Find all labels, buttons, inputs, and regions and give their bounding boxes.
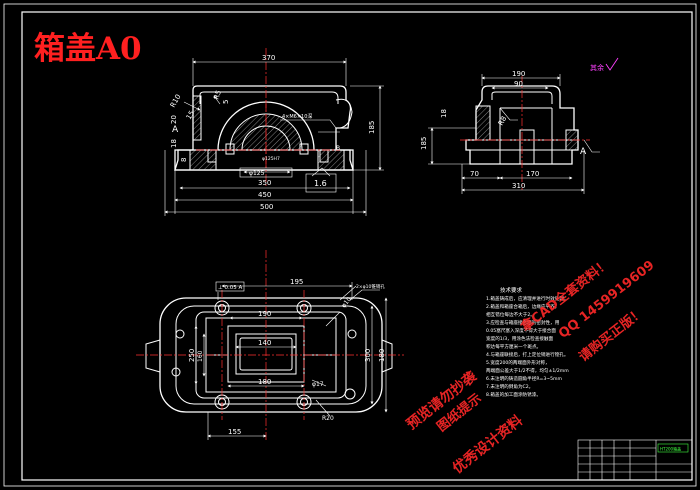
dim-310: 310 [512, 182, 525, 190]
note-line: 6.未注明的铸造圆角半径R=3~5mm [486, 375, 563, 382]
dim-r20: R20 [322, 415, 334, 422]
dim-20: 20 [170, 115, 178, 124]
plan-view-dimensions [194, 281, 388, 440]
roughness-value: 1.6 [314, 179, 327, 188]
dim-side-185: 185 [420, 137, 428, 150]
dim-90: 90 [514, 80, 523, 88]
dim-bore: φ125 [249, 170, 265, 177]
technical-notes: 技术要求 1.箱盖铸成后，应清理并进行时效处理。 2.箱盖和箱座合箱后，边缘应平… [486, 286, 569, 398]
note-line: 1.箱盖铸成后，应清理并进行时效处理。 [486, 295, 568, 302]
notes-heading: 技术要求 [500, 286, 523, 294]
front-view-centerlines [196, 48, 340, 186]
note-line: 宽度的1/3，用涂色法检查接触面 [486, 335, 554, 342]
dim-r5: R5 [212, 89, 223, 101]
dim-r10: R10 [169, 93, 183, 109]
surface-mark-label: 其余 [590, 63, 604, 72]
roughness-mark: 其余 [590, 57, 619, 72]
note-line: 8.箱盖的加工面涂防锈漆。 [486, 391, 541, 398]
note-line: 0.05塞尺塞入深度不得大于接合面 [486, 327, 556, 334]
hole-note: 4×M6×10深 [282, 113, 312, 120]
note-line: 2.箱盖和箱座合箱后，边缘应平齐， [486, 303, 559, 310]
dim-18: 18 [170, 139, 178, 148]
dim-w160: 160 [197, 350, 204, 362]
side-tag-a: A [580, 147, 587, 157]
plan-view-centerlines [136, 250, 404, 440]
dim-450: 450 [258, 191, 271, 199]
note-line: 相互错位每边不大于2。 [486, 311, 535, 318]
note-line: 5.宽度200的两端面外形对称， [486, 359, 550, 366]
note-line: 4.与箱座联接后，打上定位销进行镗孔。 [486, 351, 568, 358]
dim-p190: 190 [258, 310, 271, 318]
drawing-title: 箱盖A0 [34, 31, 142, 67]
dim-p180: 180 [258, 378, 271, 386]
side-view-centerlines [460, 76, 590, 190]
inner-border [21, 11, 693, 481]
side-view-dimension-text: 190 90 R8 185 18 70 170 310 A [420, 70, 587, 190]
dim-w250: 250 [188, 349, 196, 362]
dim-195: 195 [290, 278, 303, 286]
dim-r8: R8 [497, 115, 509, 127]
side-view-dimensions [428, 74, 600, 194]
center-note: φ125H7 [262, 156, 280, 162]
title-block-label: HT200箱盖 [660, 446, 681, 452]
dim-190: 190 [512, 70, 525, 78]
dim-155: 155 [228, 428, 241, 436]
title-block [577, 439, 693, 481]
tag-a: A [172, 125, 179, 135]
dim-w180: 180 [378, 349, 386, 362]
note-line: 积达每平方厘米一个斑点。 [486, 343, 541, 350]
dim-185: 185 [368, 121, 376, 134]
dim-500: 500 [260, 203, 273, 211]
dim-p140: 140 [258, 339, 271, 347]
dim-phi17: φ17 [312, 381, 324, 388]
tag-b: B [336, 145, 340, 152]
tolerance-frame: ⊥ 0.05 A [218, 285, 243, 291]
outer-border [3, 3, 697, 487]
dim-70: 70 [470, 170, 479, 178]
dim-350: 350 [258, 179, 271, 187]
dim-8: 8 [180, 158, 188, 162]
dim-170: 170 [526, 170, 539, 178]
note-line: 7.未注明的倒角为C2。 [486, 383, 533, 390]
note-line: 两端面公差大于1/2不得，均匀±1/2mm [486, 367, 569, 374]
dim-5: 5 [222, 100, 230, 104]
pin-hole-note: 2×φ10锥销孔 [356, 283, 385, 290]
dim-side-18: 18 [440, 109, 448, 118]
dim-w300: 300 [364, 349, 372, 362]
note-line: 3.应检查与箱座接合面的密封性，用 [486, 319, 560, 326]
dim-370: 370 [262, 54, 275, 62]
front-view-dimensions [164, 58, 384, 216]
dim-15: 15 [185, 109, 196, 121]
